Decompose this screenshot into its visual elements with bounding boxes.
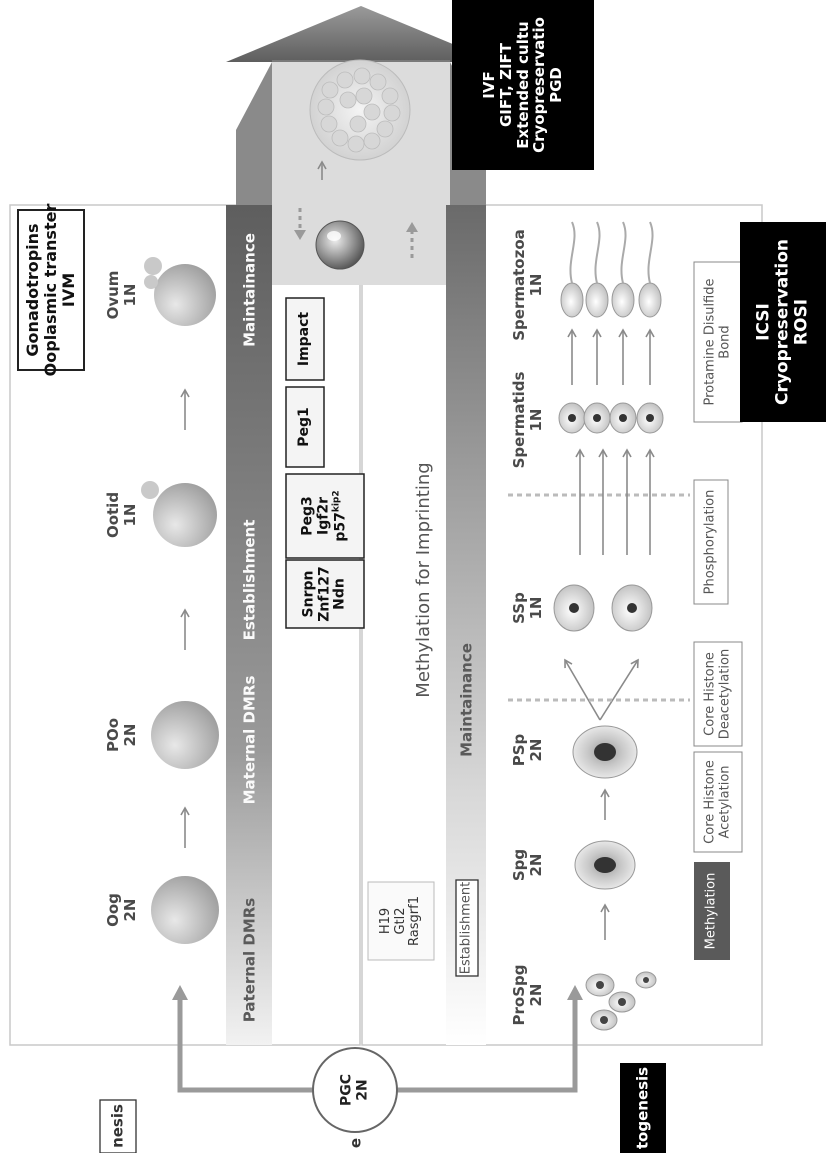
- stage-label-ovum: Ovum 1N: [104, 270, 139, 320]
- stage-label-ssp: SSp 1N: [510, 592, 545, 624]
- process-protamine: [693, 261, 743, 423]
- cell-poo: [151, 701, 219, 769]
- process-acetylation: [693, 751, 743, 853]
- process-deacetylation: [693, 641, 743, 747]
- establishment-box: [455, 879, 479, 977]
- gene-label-1: Peg3 Igf2r p57kip2: [299, 490, 349, 542]
- gene-label-2: Peg1: [296, 407, 313, 447]
- art-icsi-box: [740, 222, 826, 422]
- stage-label-prospg: ProSpg 2N: [510, 964, 545, 1026]
- stage-label-spermatozoa: Spermatozoa 1N: [510, 229, 545, 341]
- process-label-4: Protamine Disulfide Bond: [702, 278, 732, 406]
- fragment-oogenesis: nesis: [108, 1104, 127, 1148]
- cell-oog: [151, 876, 219, 944]
- zygote: [315, 220, 365, 270]
- fertilization-arrow-head: [226, 6, 496, 62]
- label-paternal-dmrs: Paternal DMRs: [240, 897, 259, 1023]
- process-label-0: Methylation: [703, 872, 719, 950]
- fragment-left-edge: e: [346, 1137, 365, 1149]
- spermatogonia-cluster: [585, 971, 657, 1031]
- process-label-2: Core Histone Deacetylation: [702, 648, 732, 740]
- stage-label-spg: Spg 2N: [510, 848, 545, 882]
- art-icsi-label: ICSI Cryopreservation ROSI: [753, 238, 812, 406]
- gene-box-peg3: [285, 473, 365, 559]
- art-female-label: Gonadotropins Ooplasmic transter IVM: [23, 203, 78, 377]
- spermatozoa: [560, 221, 662, 318]
- gene-label-0: Snrpn Znf127 Ndn: [300, 566, 348, 622]
- label-establishment-m: Establishment: [458, 881, 474, 975]
- cell-ovum: [154, 264, 216, 326]
- stage-label-poo: POo 2N: [104, 717, 139, 753]
- gene-box-h19: [367, 881, 435, 961]
- label-maintainance-m: Maintainance: [457, 643, 476, 757]
- process-label-3: Phosphorylation: [702, 489, 718, 595]
- pgc-circle: [312, 1047, 398, 1133]
- gene-label-3: Impact: [296, 311, 313, 367]
- stage-label-ootid: Ootid 1N: [104, 491, 139, 539]
- spermatids: [558, 402, 664, 434]
- pgc-label: PGC 2N: [338, 1073, 370, 1107]
- stage-label-spermatids: Spermatids 1N: [510, 371, 545, 469]
- female-dmr-band: [226, 205, 272, 1045]
- gene-box-peg1: [285, 386, 325, 468]
- spermatogenesis-fragment-box: [620, 1063, 666, 1153]
- fragment-spermatogenesis: togenesis: [633, 1066, 652, 1150]
- art-ivf-label: IVF GIFT, ZIFT Extended cultu Cryopreser…: [480, 17, 566, 153]
- gene-label-paternal: H19 Gtl2 Rasgrf1: [378, 896, 423, 946]
- stage-label-psp: PSp 2N: [510, 733, 545, 767]
- process-methylation: [694, 862, 730, 960]
- art-female-box: [17, 209, 85, 371]
- process-phosphorylation: [693, 479, 729, 605]
- label-methylation-imprinting: Methylation for Imprinting: [412, 462, 434, 698]
- stage-label-oog: Oog 2N: [104, 893, 139, 927]
- label-maintainance-f: Maintainance: [240, 233, 259, 347]
- gene-box-snrpn: [285, 559, 365, 629]
- oogenesis-fragment-box: [99, 1099, 137, 1153]
- art-ivf-box: [452, 0, 594, 170]
- label-maternal-dmrs: Maternal DMRs: [240, 675, 259, 805]
- gene-box-impact: [285, 297, 325, 381]
- cell-ootid: [153, 483, 217, 547]
- process-label-1: Core Histone Acetylation: [702, 760, 732, 844]
- label-establishment-f: Establishment: [240, 519, 259, 641]
